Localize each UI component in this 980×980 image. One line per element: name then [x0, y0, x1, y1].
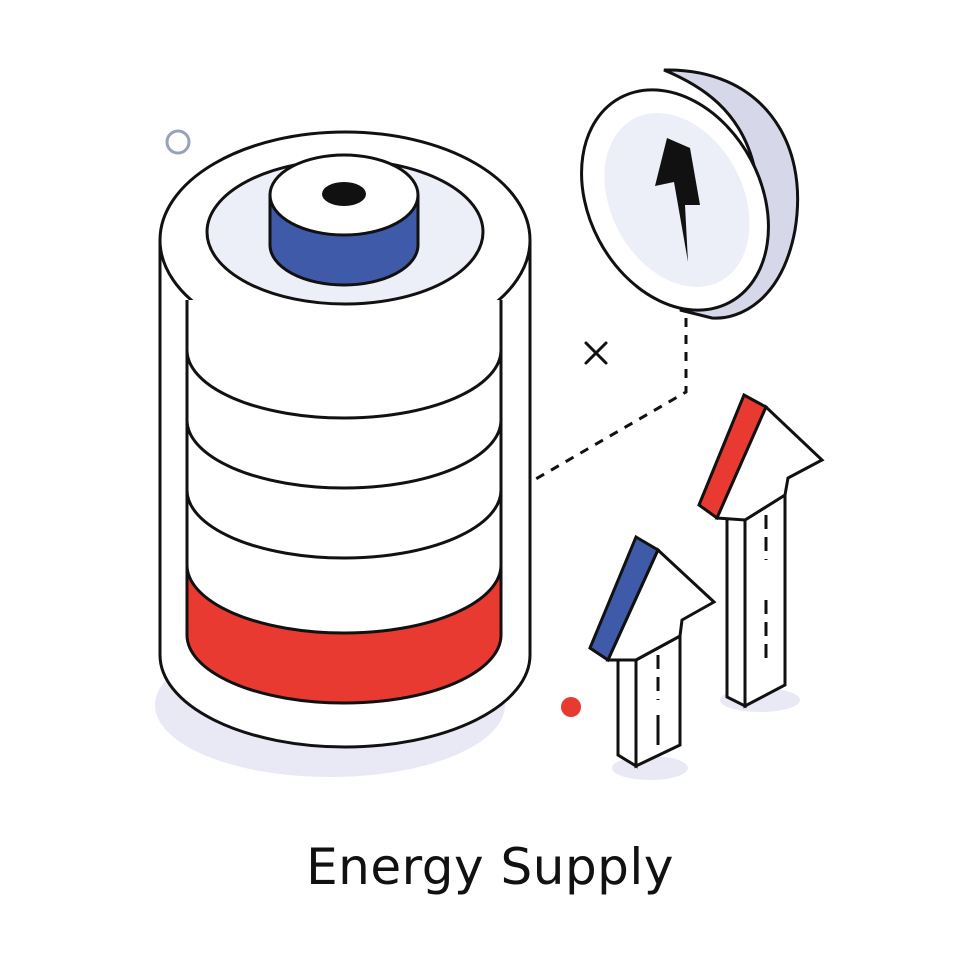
dashed-connector	[533, 318, 688, 482]
tall-up-arrow	[697, 392, 825, 709]
decorative-ring-icon	[165, 129, 191, 155]
up-arrows-icon	[588, 392, 825, 780]
battery-icon	[155, 130, 532, 777]
battery-segments	[185, 300, 503, 705]
short-up-arrow	[588, 534, 717, 769]
lightning-bolt-icon	[655, 138, 700, 262]
decorative-red-dot-icon	[561, 697, 581, 717]
lightning-bolt-coin-icon	[580, 68, 800, 320]
close-x-icon	[584, 341, 608, 365]
caption-title: Energy Supply	[306, 838, 674, 896]
